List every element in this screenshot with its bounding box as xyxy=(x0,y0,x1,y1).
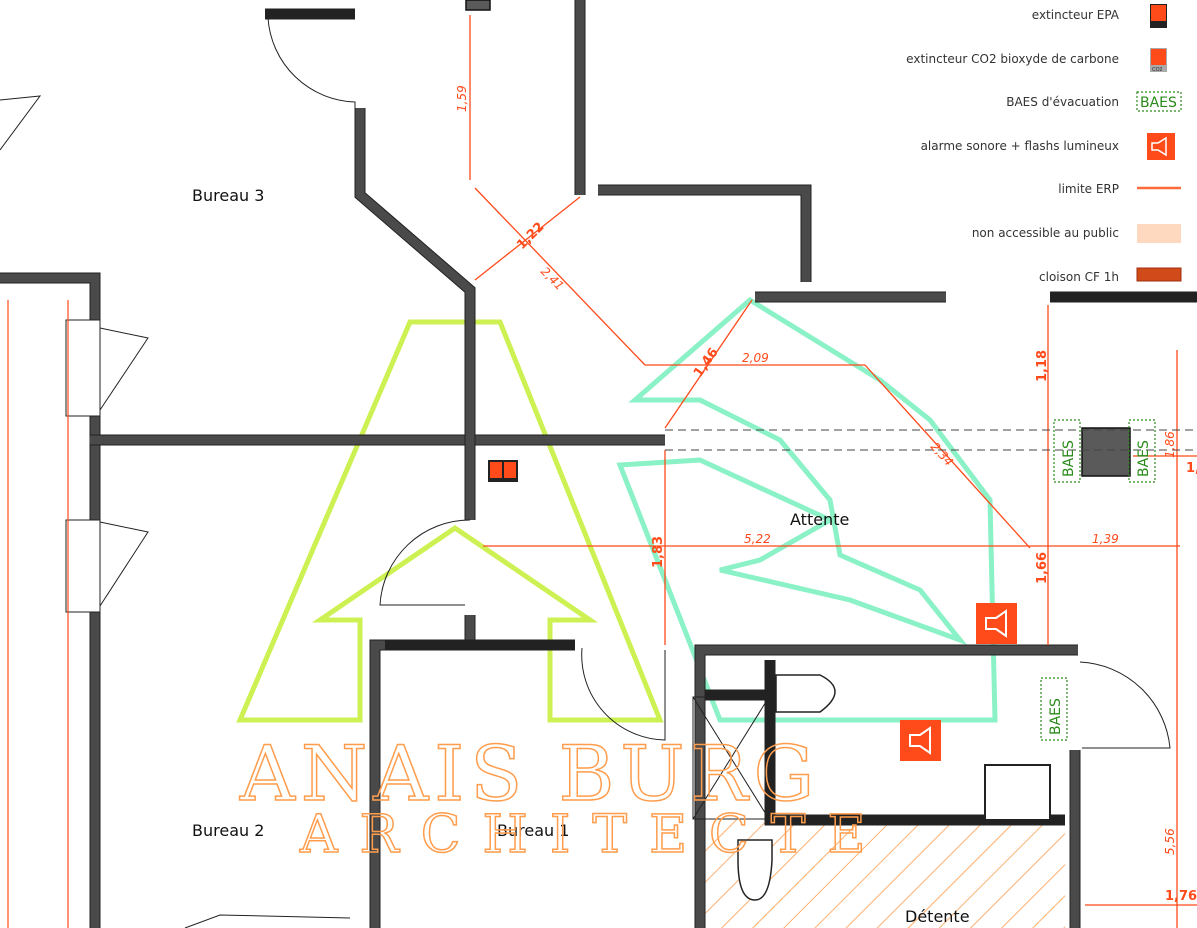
baes-icon: BAES xyxy=(1128,419,1156,483)
baes-icon: BAES xyxy=(1136,91,1182,112)
legend-label-cf: cloison CF 1h xyxy=(1039,270,1119,284)
alarm-icon xyxy=(900,720,941,761)
dim-5-22: 5,22 xyxy=(744,532,771,546)
dimension-lines xyxy=(469,15,1197,928)
room-label-bureau-3: Bureau 3 xyxy=(192,186,264,205)
legend-label-baes: BAES d'évacuation xyxy=(1006,95,1119,109)
legend-label-erp: limite ERP xyxy=(1058,182,1119,196)
dim-1-18: 1,18 xyxy=(1035,350,1050,382)
dim-1-66: 1,66 xyxy=(1035,552,1050,584)
dim-1-partial: 1, xyxy=(1186,461,1197,476)
svg-text:BAES: BAES xyxy=(1061,440,1077,477)
legend-label-non-public: non accessible au public xyxy=(972,226,1119,240)
legend: extincteur EPA extincteur CO2 bioxyde de… xyxy=(880,0,1197,290)
logo-letter-a xyxy=(236,319,664,723)
fire-extinguisher-epa-icon xyxy=(488,460,518,482)
dim-1-22: 1,22 xyxy=(514,220,547,253)
dim-1-39: 1,39 xyxy=(1092,532,1119,546)
dim-1-86: 1,86 xyxy=(1163,431,1177,458)
dim-1-76: 1,76 xyxy=(1165,889,1197,904)
fire-extinguisher-co2-icon: CO2 xyxy=(1150,48,1167,73)
dimension-labels: 1,59 1,22 2,41 1,46 2,09 2,34 1,83 5,22 … xyxy=(455,85,1197,904)
legend-label-co2: extincteur CO2 bioxyde de carbone xyxy=(906,52,1119,66)
baes-icon: BAES xyxy=(1040,677,1068,741)
room-label-attente: Attente xyxy=(790,510,849,529)
alarm-icon xyxy=(1147,133,1175,160)
room-label-bureau-1: Bureau 1 xyxy=(497,821,569,840)
fire-partition-icon xyxy=(1136,267,1182,282)
dim-1-83: 1,83 xyxy=(651,536,666,568)
baes-icon: BAES xyxy=(1053,419,1081,483)
dim-2-09: 2,09 xyxy=(742,351,769,365)
dim-1-59: 1,59 xyxy=(455,85,469,112)
legend-label-epa: extincteur EPA xyxy=(1032,8,1120,22)
svg-text:CO2: CO2 xyxy=(1152,67,1163,73)
watermark-line-1: ANAIS BURG xyxy=(239,729,820,818)
svg-text:BAES: BAES xyxy=(1136,440,1152,477)
dim-2-34: 2,34 xyxy=(928,440,956,469)
doors xyxy=(0,17,1171,928)
dim-5-56: 5,56 xyxy=(1163,828,1177,855)
svg-text:BAES: BAES xyxy=(1048,698,1064,735)
watermark-line-2: ARCHITECTE xyxy=(299,805,887,865)
alarm-icon xyxy=(976,603,1017,644)
dim-2-41: 2,41 xyxy=(538,264,567,293)
room-label-detente: Détente xyxy=(905,907,970,926)
fire-extinguisher-epa-icon xyxy=(1150,4,1167,28)
hatch-icon xyxy=(1137,224,1181,243)
svg-text:BAES: BAES xyxy=(1140,95,1177,111)
room-label-bureau-2: Bureau 2 xyxy=(192,821,264,840)
legend-label-alarm: alarme sonore + flashs lumineux xyxy=(921,139,1119,153)
logo-letter-b xyxy=(616,296,998,723)
